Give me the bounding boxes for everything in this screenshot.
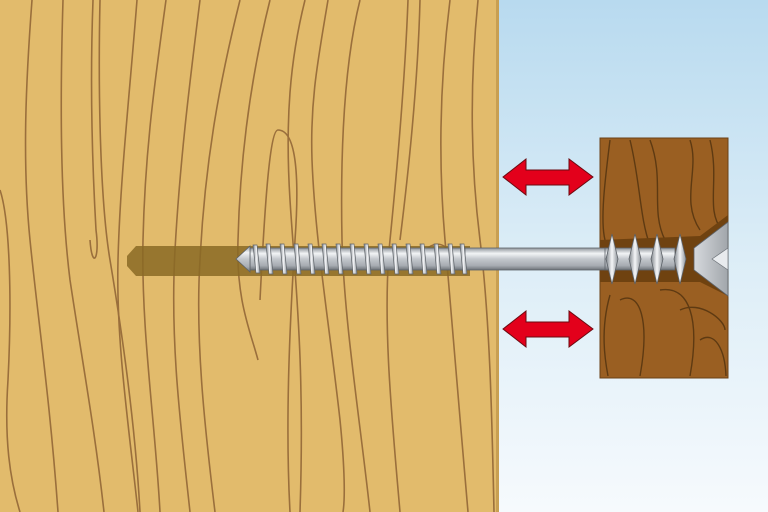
screw-threads: [252, 243, 468, 275]
double-arrow-top: [502, 157, 594, 197]
screw: [235, 221, 729, 297]
head-threads: [605, 233, 687, 285]
double-arrow-bottom: [502, 309, 594, 349]
gap-arrows: [502, 157, 594, 349]
